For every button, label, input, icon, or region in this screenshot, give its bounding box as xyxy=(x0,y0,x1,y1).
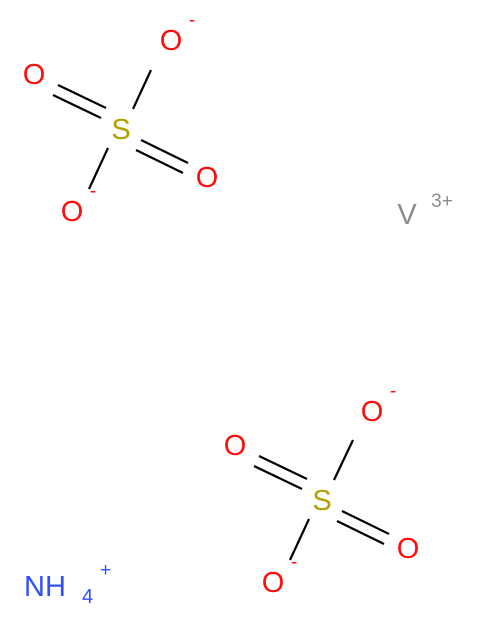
bond-s1-o-right-b xyxy=(135,149,184,174)
bond-s1-o-left-a xyxy=(57,84,107,109)
sulfate-1-oxygen-left: O xyxy=(23,59,46,91)
sulfate-2-oxygen-bottom: O xyxy=(262,567,285,599)
bond-s1-o-top xyxy=(132,69,152,110)
sulfate-1-oxygen-bottom: O xyxy=(61,196,84,228)
bond-s1-o-left-b xyxy=(52,94,102,119)
sulfate-2-oxygen-top-charge: - xyxy=(390,381,396,402)
bond-s2-o-right-a xyxy=(341,510,390,535)
ammonium-symbol: NH xyxy=(24,571,66,603)
sulfate-1-oxygen-right: O xyxy=(196,162,219,194)
sulfate-1-oxygen-top-charge: - xyxy=(189,10,195,31)
sulfate-1-oxygen-bottom-charge: - xyxy=(90,181,96,202)
sulfate-1-bonds xyxy=(52,69,189,190)
sulfate-1-sulfur: S xyxy=(111,114,130,146)
bond-s2-o-top xyxy=(333,439,354,481)
sulfate-2-bonds xyxy=(253,439,390,561)
bond-s1-o-right-a xyxy=(140,139,189,164)
bond-s2-o-bottom xyxy=(289,518,310,561)
sulfate-1-oxygen-top: O xyxy=(160,25,183,57)
sulfate-2-oxygen-top: O xyxy=(361,396,384,428)
sulfate-2-oxygen-left: O xyxy=(224,430,247,462)
bond-s2-o-left-a xyxy=(258,455,308,480)
sulfate-2-oxygen-right: O xyxy=(397,533,420,565)
vanadium-charge: 3+ xyxy=(431,191,453,212)
bond-s1-o-bottom xyxy=(88,147,109,190)
sulfate-2-oxygen-bottom-charge: - xyxy=(291,552,297,573)
bond-s2-o-right-b xyxy=(336,520,385,545)
ammonium-subscript: 4 xyxy=(82,586,93,608)
bond-s2-o-left-b xyxy=(253,465,303,490)
vanadium-symbol: V xyxy=(397,199,417,231)
sulfate-2-sulfur: S xyxy=(312,485,331,517)
ammonium-charge: + xyxy=(100,560,111,581)
